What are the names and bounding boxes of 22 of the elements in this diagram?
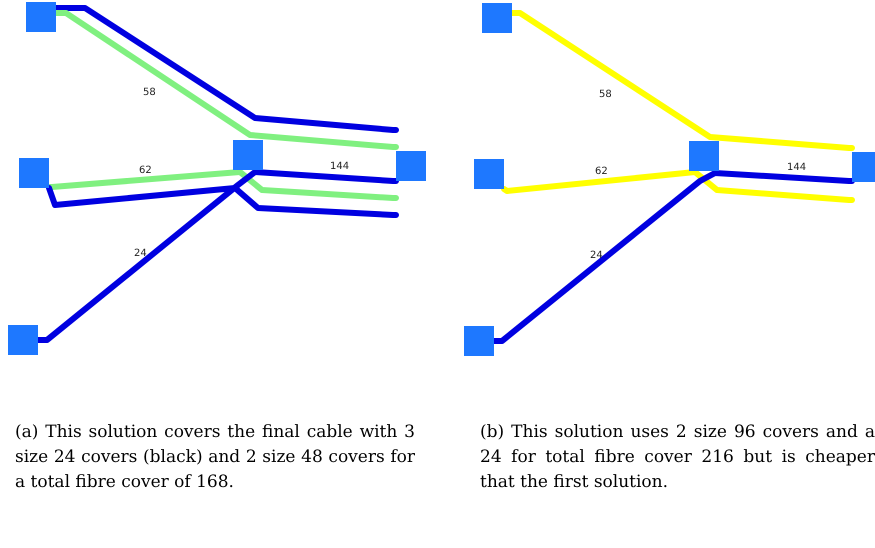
square-node	[482, 3, 512, 33]
caption-text: (a) This solution covers the final cable with 3 size 24 covers (black) and 2 size 48 covers for a total fibre cover of 168.	[15, 421, 415, 494]
cable-line	[46, 185, 399, 218]
edge-label: 62	[139, 165, 152, 177]
edge-label: 24	[134, 248, 147, 260]
square-node	[464, 326, 494, 356]
square-node	[8, 325, 38, 355]
cable-line	[501, 169, 855, 203]
square-node	[689, 141, 719, 171]
caption-text: (b) This solution uses 2 size 96 covers and a 24 for total fibre cover 216 but is cheaper that the first solution.	[480, 421, 875, 494]
square-node	[233, 140, 263, 170]
edge-label: 58	[143, 87, 156, 99]
segment-label: 144	[787, 162, 806, 174]
edge-label: 24	[590, 250, 603, 262]
edge-label: 62	[595, 166, 608, 178]
square-node	[852, 152, 875, 182]
edge-label: 58	[599, 89, 612, 101]
segment-label: 144	[330, 161, 350, 173]
square-node	[19, 158, 49, 188]
square-node	[396, 151, 426, 181]
square-node	[26, 2, 56, 32]
square-node	[474, 159, 504, 189]
